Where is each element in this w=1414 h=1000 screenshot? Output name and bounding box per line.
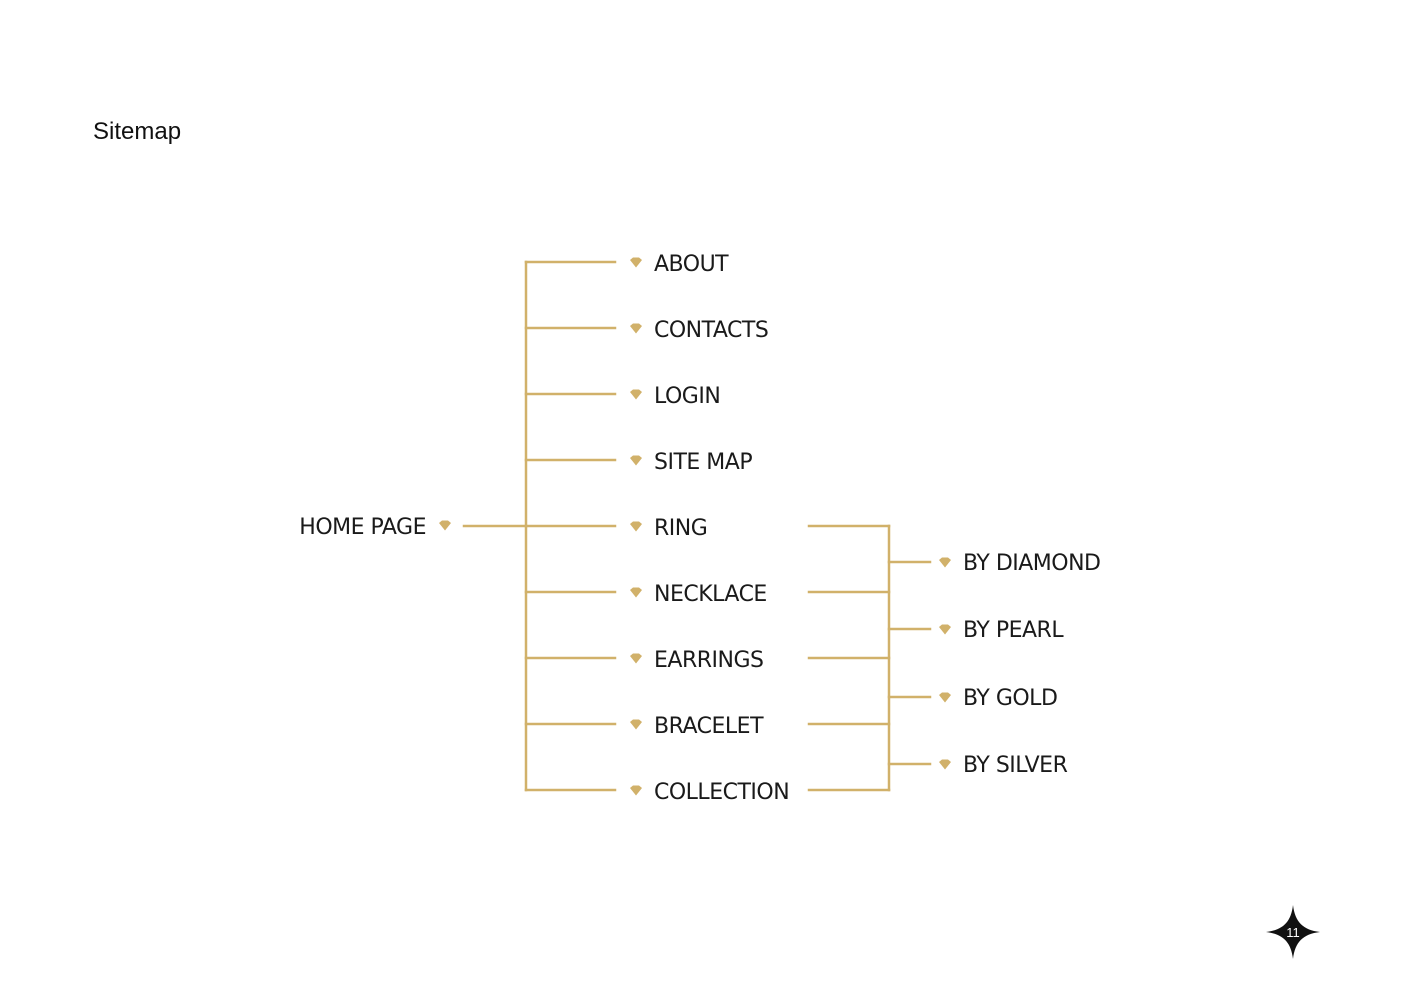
- gem-icon: [630, 521, 642, 532]
- gem-icon: [630, 323, 642, 334]
- gem-icon: [630, 719, 642, 730]
- node-by-diamond[interactable]: BY DIAMOND: [963, 551, 1101, 576]
- node-home-page[interactable]: HOME PAGE: [299, 515, 426, 540]
- node-login[interactable]: LOGIN: [654, 384, 721, 409]
- node-earrings[interactable]: EARRINGS: [654, 648, 764, 673]
- node-bracelet[interactable]: BRACELET: [654, 714, 765, 739]
- gem-icon: [939, 692, 951, 703]
- node-collection[interactable]: COLLECTION: [654, 780, 790, 805]
- gem-icon: [939, 759, 951, 770]
- gem-icon: [630, 389, 642, 400]
- page-number: 11: [1286, 924, 1300, 940]
- four-point-star-icon: [1266, 905, 1320, 959]
- node-by-gold[interactable]: BY GOLD: [963, 686, 1058, 711]
- gem-icon: [439, 520, 451, 531]
- node-by-pearl[interactable]: BY PEARL: [963, 618, 1065, 643]
- gem-icon: [630, 587, 642, 598]
- page-title: Sitemap: [93, 118, 182, 145]
- connector-lines: [462, 260, 932, 792]
- node-necklace[interactable]: NECKLACE: [654, 582, 767, 607]
- gem-icon: [630, 257, 642, 268]
- node-by-silver[interactable]: BY SILVER: [963, 753, 1068, 778]
- node-contacts[interactable]: CONTACTS: [654, 318, 769, 343]
- gem-icon: [939, 557, 951, 568]
- page-number-badge: 11: [1266, 905, 1320, 959]
- node-ring[interactable]: RING: [654, 516, 708, 541]
- gem-icon: [630, 785, 642, 796]
- gem-icon: [939, 624, 951, 635]
- node-about[interactable]: ABOUT: [654, 252, 730, 277]
- gem-icon: [630, 455, 642, 466]
- node-labels: HOME PAGE ABOUT CONTACTS LOGIN SITE MAP …: [299, 252, 1101, 805]
- gem-icon: [630, 653, 642, 664]
- node-site-map[interactable]: SITE MAP: [654, 450, 753, 475]
